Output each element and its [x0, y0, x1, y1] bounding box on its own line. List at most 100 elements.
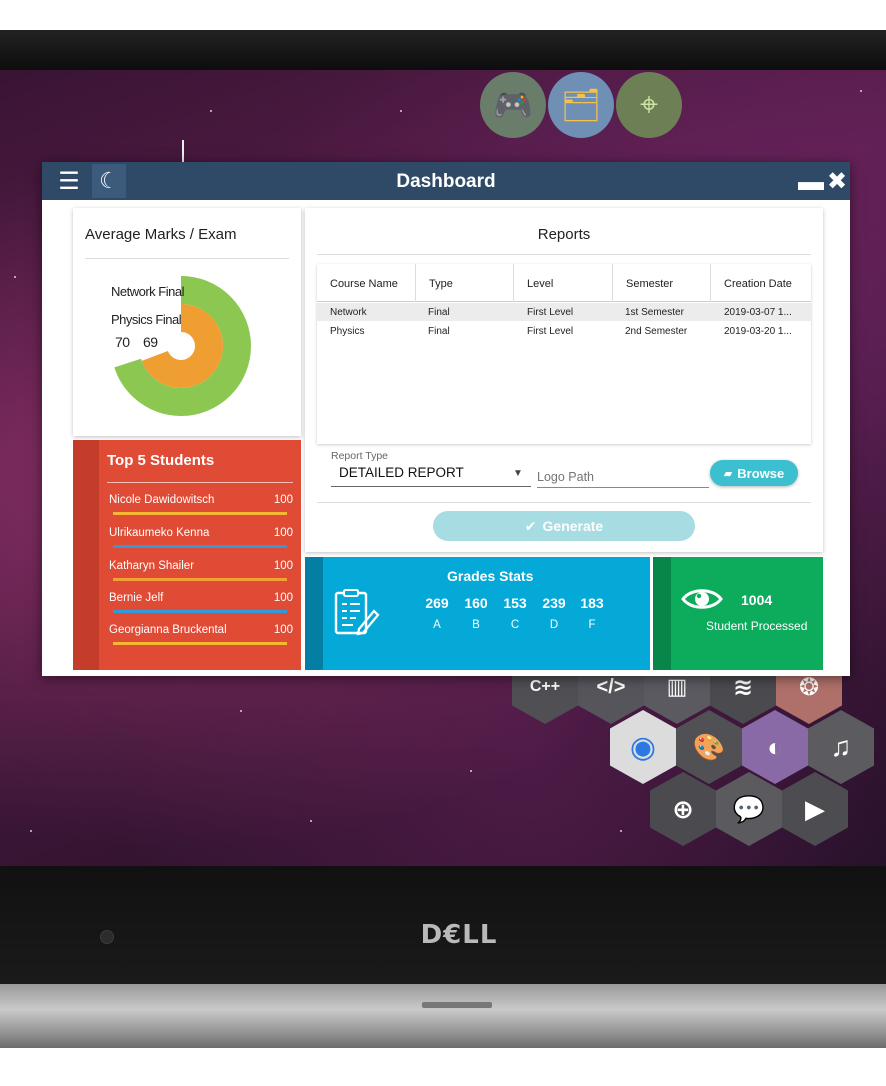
- text-cursor: [182, 140, 184, 162]
- top-students-card: Top 5 Students Nicole Dawidowitsch 100 U…: [73, 440, 301, 670]
- divider: [317, 502, 811, 503]
- student-row: Ulrikaumeko Kenna 100: [109, 527, 293, 555]
- cell-course-name: Physics: [330, 326, 365, 337]
- report-type-underline: [331, 486, 531, 487]
- dock-file-manager-icon[interactable]: 🗂: [548, 72, 614, 138]
- student-score: 100: [273, 527, 293, 539]
- dropdown-caret-icon[interactable]: ▼: [513, 468, 523, 479]
- dock-android-studio-icon[interactable]: ⌖: [616, 72, 682, 138]
- check-icon: ✔: [524, 517, 537, 534]
- value-label-network: 70: [115, 334, 130, 350]
- cell-semester: 1st Semester: [625, 307, 684, 318]
- grade-count-b: 160: [464, 595, 488, 611]
- cell-type: Final: [428, 326, 450, 337]
- grade-count-d: 239: [542, 595, 566, 611]
- laptop-bottom-bezel: [0, 866, 886, 984]
- table-row[interactable]: Physics Final First Level 2nd Semester 2…: [317, 322, 811, 340]
- cell-course-name: Network: [330, 307, 367, 318]
- eye-icon: [681, 589, 723, 609]
- dashboard-window: ☰ ☾ Dashboard ▬ ✖ Average Marks / Exam N…: [42, 162, 850, 676]
- reports-table: Course Name Type Level Semester Creation…: [317, 264, 811, 444]
- grade-letter-f: F: [588, 619, 596, 631]
- students-processed-label: Student Processed: [706, 619, 808, 633]
- hamburger-menu-icon[interactable]: ☰: [58, 167, 80, 195]
- student-score: 100: [273, 624, 293, 636]
- column-header-type[interactable]: Type: [416, 264, 514, 302]
- grade-count-a: 269: [425, 595, 449, 611]
- minimize-icon[interactable]: ▬: [798, 165, 824, 196]
- physics-final-ring: [139, 304, 223, 388]
- browse-button[interactable]: ▰ Browse: [710, 460, 798, 486]
- accent-strip: [653, 557, 671, 670]
- student-row: Nicole Dawidowitsch 100: [109, 494, 293, 522]
- browse-label: Browse: [737, 465, 785, 481]
- dark-mode-toggle-icon[interactable]: ☾: [92, 164, 126, 198]
- laptop-brand-logo: D€LL: [420, 920, 498, 950]
- grade-letter-b: B: [472, 619, 480, 631]
- student-score-bar: [113, 512, 287, 515]
- students-processed-count: 1004: [741, 592, 773, 608]
- student-row: Katharyn Shailer 100: [109, 560, 293, 588]
- student-name: Nicole Dawidowitsch: [109, 494, 215, 506]
- student-score: 100: [273, 592, 293, 604]
- student-name: Georgianna Bruckental: [109, 624, 227, 636]
- grade-letter-a: A: [433, 619, 441, 631]
- folder-icon: ▰: [723, 467, 733, 480]
- laptop-top-bezel: [0, 30, 886, 70]
- logo-path-input[interactable]: [537, 466, 709, 488]
- dock-games-icon[interactable]: 🎮: [480, 72, 546, 138]
- grade-count-f: 183: [580, 595, 604, 611]
- legend-physics-final: Physics Final: [111, 312, 182, 327]
- hinge-notch: [422, 1002, 492, 1008]
- divider: [107, 482, 293, 483]
- reports-card: Reports Course Name Type Level Semester …: [305, 208, 823, 552]
- top-students-title: Top 5 Students: [107, 452, 215, 469]
- report-type-select[interactable]: DETAILED REPORT: [339, 465, 464, 480]
- grades-stats-card: Grades Stats 269 160 153 239 183 A B C D…: [305, 557, 650, 670]
- title-bar: ☰ ☾ Dashboard ▬ ✖: [42, 162, 850, 200]
- accent-strip: [73, 440, 99, 670]
- grade-letter-d: D: [549, 619, 559, 631]
- grade-count-c: 153: [503, 595, 527, 611]
- column-header-semester[interactable]: Semester: [613, 264, 711, 302]
- table-header-row: Course Name Type Level Semester Creation…: [317, 264, 811, 302]
- donut-hole: [171, 336, 191, 356]
- report-document-icon: [334, 589, 380, 636]
- cell-semester: 2nd Semester: [625, 326, 688, 337]
- close-icon[interactable]: ✖: [826, 167, 848, 195]
- divider: [85, 258, 289, 259]
- student-score: 100: [273, 560, 293, 572]
- column-header-creation-date[interactable]: Creation Date: [724, 278, 792, 290]
- generate-label: Generate: [542, 518, 604, 534]
- column-header-level[interactable]: Level: [514, 264, 613, 302]
- student-row: Georgianna Bruckental 100: [109, 624, 293, 652]
- window-title: Dashboard: [396, 171, 496, 192]
- generate-button[interactable]: ✔ Generate: [433, 511, 695, 541]
- student-score-bar: [113, 578, 287, 581]
- cell-level: First Level: [527, 307, 574, 318]
- value-label-physics: 69: [143, 334, 158, 350]
- grade-letter-c: C: [510, 619, 520, 631]
- student-score: 100: [273, 494, 293, 506]
- network-final-ring: [111, 276, 251, 416]
- cell-creation-date: 2019-03-20 1...: [724, 326, 792, 337]
- student-score-bar: [113, 642, 287, 645]
- average-marks-donut-chart: [111, 276, 251, 416]
- legend-network-final: Network Final: [111, 284, 184, 299]
- column-header-course-name[interactable]: Course Name: [317, 264, 416, 302]
- student-score-bar: [113, 610, 287, 613]
- table-row[interactable]: Network Final First Level 1st Semester 2…: [317, 303, 811, 321]
- reports-title: Reports: [537, 226, 591, 243]
- cell-level: First Level: [527, 326, 574, 337]
- student-name: Bernie Jelf: [109, 592, 164, 604]
- divider: [317, 254, 811, 255]
- laptop-hinge: [0, 984, 886, 1048]
- webcam: [100, 930, 114, 944]
- average-marks-title: Average Marks / Exam: [85, 226, 237, 243]
- students-processed-card: 1004 Student Processed: [653, 557, 823, 670]
- average-marks-card: Average Marks / Exam Network Final Physi…: [73, 208, 301, 436]
- student-row: Bernie Jelf 100: [109, 592, 293, 620]
- report-type-label: Report Type: [331, 450, 389, 462]
- accent-strip: [305, 557, 323, 670]
- cell-creation-date: 2019-03-07 1...: [724, 307, 792, 318]
